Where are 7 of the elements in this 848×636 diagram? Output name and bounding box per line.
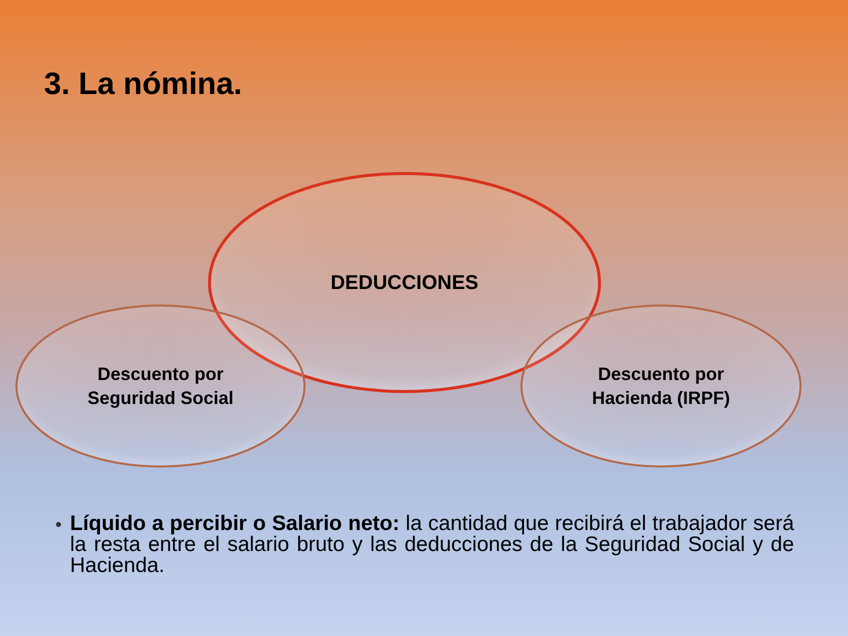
node-label: DEDUCCIONES [330,270,480,294]
node-label: Descuento por Seguridad Social [86,363,235,410]
ellipse-node [15,304,306,468]
slide-title: 3. La nómina. [44,68,242,99]
ellipse-node [520,304,802,468]
node-label: Descuento por Hacienda (IRPF) [590,363,732,410]
note-paragraph: Líquido a percibir o Salario neto: la cantidad que recibirá el trabajador será la resta entre el salario bruto y las deducciones de la Seguridad Social y de Hacienda. [70,513,794,576]
